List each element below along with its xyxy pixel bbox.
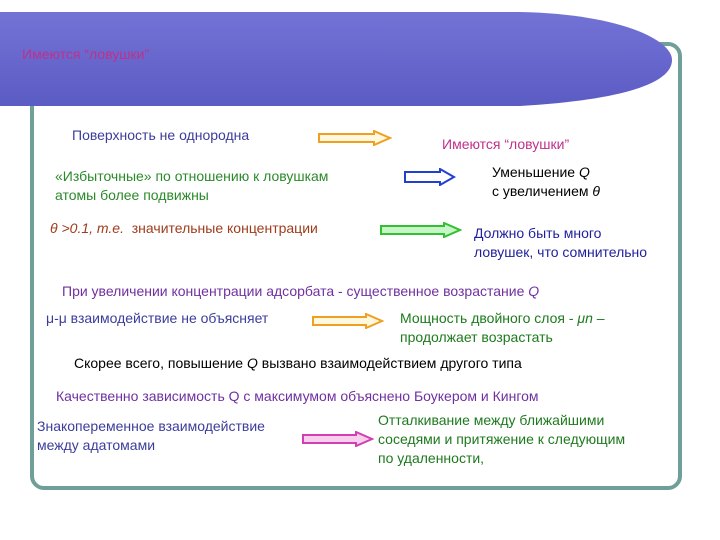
row5-left-text: μ-μ взаимодействие не объясняет — [46, 310, 269, 326]
row1-right-text: Имеются “ловушки” — [442, 136, 570, 152]
row6-statement: Скорее всего, повышение Q вызвано взаимо… — [74, 355, 522, 371]
row3-left-text: θ >0.1, т.е. значительные концентрации — [50, 220, 318, 236]
row8-arrow-icon — [302, 431, 374, 447]
row5-right-line2: продолжает возрастать — [400, 329, 553, 345]
row8-right-line2: соседями и притяжение к следующим — [378, 431, 626, 447]
row3-right-line2: ловушек, что сомнительно — [474, 244, 648, 260]
row2-left-line1: «Избыточные» по отношению к ловушкам — [55, 168, 329, 184]
row8-right-line1: Отталкивание между ближайшими — [378, 412, 605, 428]
row2-right-line1: Уменьшение Q — [492, 164, 590, 180]
header-title: Имеются “ловушки” — [22, 46, 150, 62]
row7-statement: Качественно зависимость Q с максимумом о… — [56, 388, 539, 404]
row3-arrow-icon — [380, 222, 462, 238]
row1-left-text: Поверхность не однородна — [72, 127, 250, 143]
row2-arrow-icon — [404, 168, 456, 186]
row3-right-line1: Должно быть много — [474, 225, 602, 241]
row2-right-line2: с увеличением θ — [492, 183, 601, 199]
row8-right-line3: по удаленности, — [378, 450, 485, 466]
header-banner — [0, 12, 672, 106]
content-frame — [30, 42, 682, 490]
row4-statement: При увеличении концентрации адсорбата - … — [62, 283, 540, 299]
row5-right-line1: Мощность двойного слоя - μn – — [400, 310, 605, 326]
row1-arrow-icon — [318, 130, 392, 146]
row8-left-line2: между адатомами — [37, 437, 156, 453]
row8-left-line1: Знакопеременное взаимодействие — [37, 418, 265, 434]
row2-left-line2: атомы более подвижны — [55, 187, 209, 203]
row5-arrow-icon — [312, 313, 384, 329]
